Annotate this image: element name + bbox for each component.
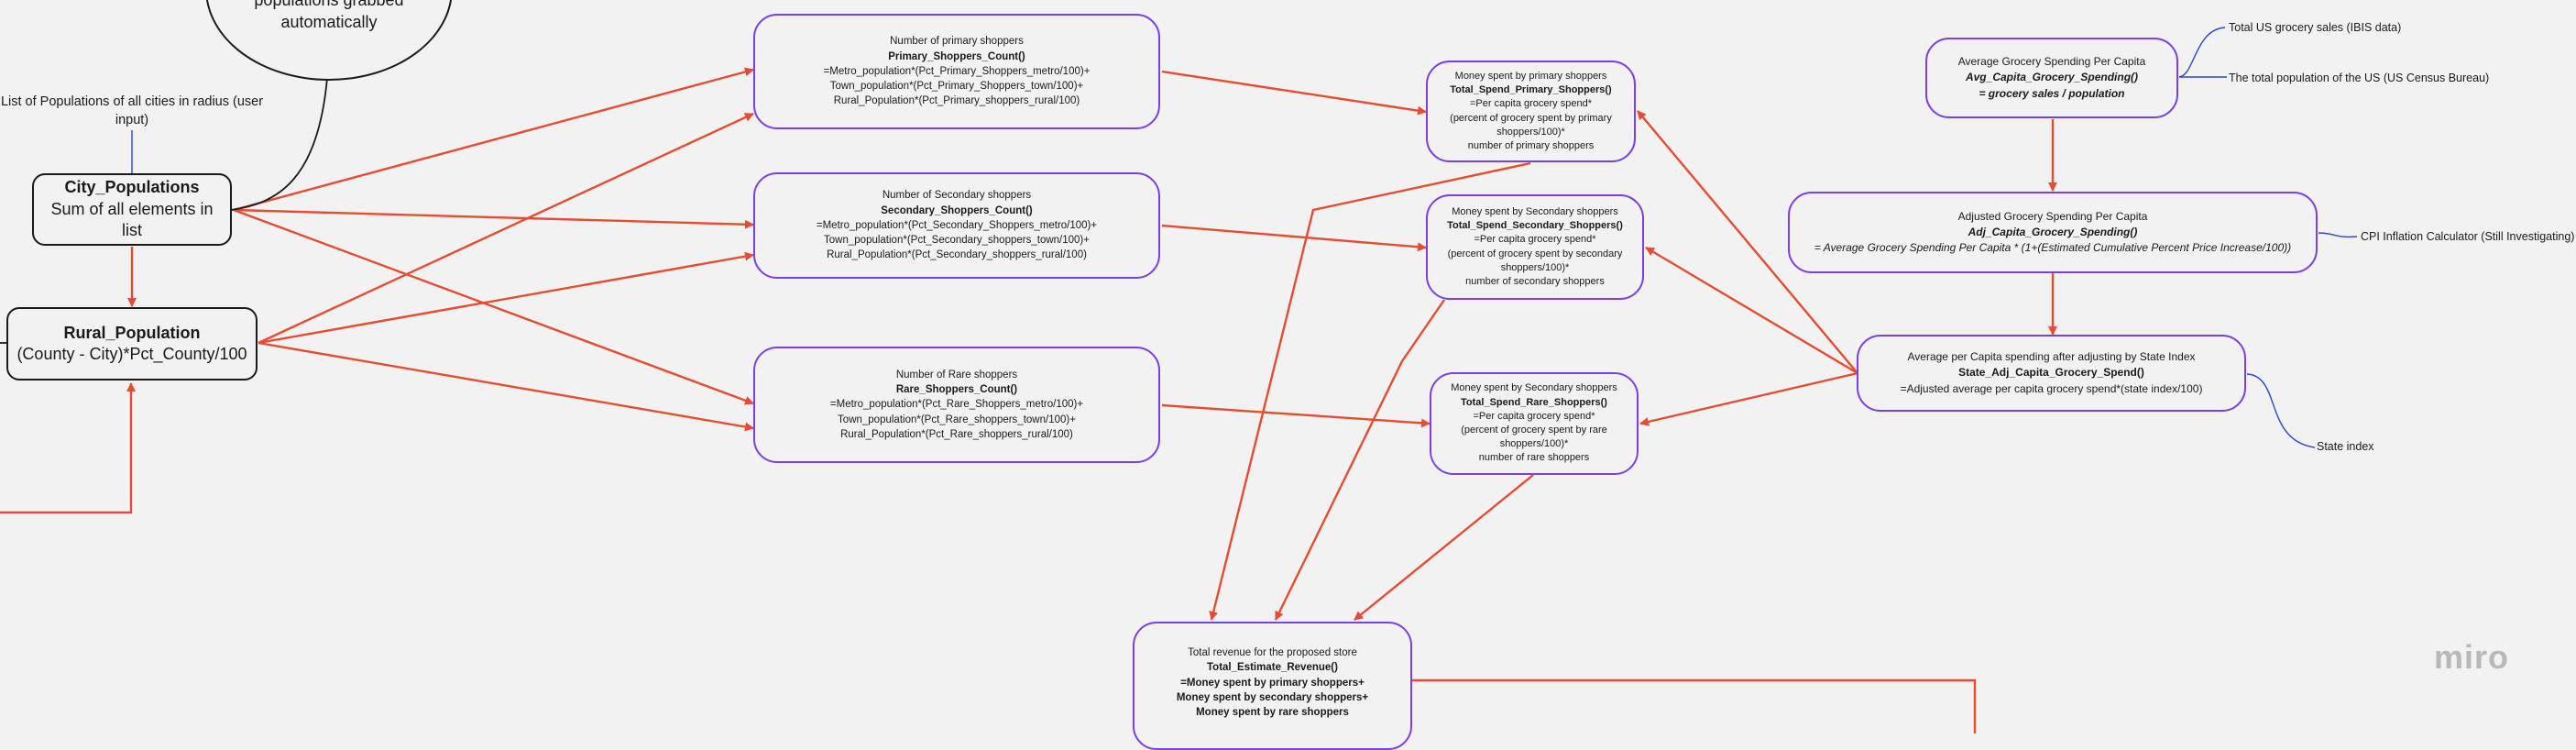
rare-count-line-1: =Metro_population*(Pct_Rare_Shoppers_met… bbox=[829, 399, 1084, 411]
avg-spend-heading: Average Grocery Spending Per Capita bbox=[1957, 55, 2146, 69]
secondary-count-func: Secondary_Shoppers_Count() bbox=[881, 204, 1033, 216]
primary-spend-heading: Money spent by primary shoppers bbox=[1454, 70, 1607, 82]
rare-spend-func: Total_Spend_Rare_Shoppers() bbox=[1461, 396, 1607, 408]
rare-spend-node[interactable]: Money spent by Secondary shoppers Total_… bbox=[1430, 372, 1639, 475]
state-adj-formula: =Adjusted average per capita grocery spe… bbox=[1900, 381, 2203, 395]
avg-spend-formula: = grocery sales / population bbox=[1979, 86, 2125, 100]
state-adj-heading: Average per Capita spending after adjust… bbox=[1907, 350, 2196, 364]
total-revenue-node[interactable]: Total revenue for the proposed store Tot… bbox=[1133, 622, 1412, 750]
rare-count-func: Rare_Shoppers_Count() bbox=[895, 384, 1018, 395]
primary-shoppers-count-node[interactable]: Number of primary shoppers Primary_Shopp… bbox=[753, 14, 1160, 129]
list-populations-note: List of Populations of all cities in rad… bbox=[0, 94, 264, 129]
secondary-spend-line-1: =Per capita grocery spend* bbox=[1474, 234, 1596, 246]
avg-grocery-spending-node[interactable]: Average Grocery Spending Per Capita Avg_… bbox=[1925, 38, 2178, 118]
adj-spend-formula: = Average Grocery Spending Per Capita * … bbox=[1814, 241, 2292, 255]
rare-spend-heading: Money spent by Secondary shoppers bbox=[1451, 382, 1617, 394]
arrow-city-to-secondary-count bbox=[233, 208, 754, 229]
primary-count-heading: Number of primary shoppers bbox=[890, 36, 1024, 48]
city-populations-node[interactable]: City_Populations Sum of all elements in … bbox=[32, 173, 232, 246]
primary-count-line-1: =Metro_population*(Pct_Primary_Shoppers_… bbox=[823, 65, 1091, 77]
arrow-rural-to-primary-count bbox=[258, 112, 754, 345]
revenue-line-2: Money spent by secondary shoppers+ bbox=[1176, 691, 1369, 703]
note-us-population: The total population of the US (US Censu… bbox=[2229, 72, 2490, 84]
rare-shoppers-count-node[interactable]: Number of Rare shoppers Rare_Shoppers_Co… bbox=[753, 347, 1160, 463]
primary-spend-func: Total_Spend_Primary_Shoppers() bbox=[1450, 84, 1612, 96]
ellipse-text: automatically parsed, populations grabbe… bbox=[254, 0, 404, 31]
secondary-count-line-3: Rural_Population*(Pct_Secondary_shoppers… bbox=[827, 249, 1087, 261]
arrow-bottom-to-rural bbox=[0, 382, 136, 514]
state-adj-func: State_Adj_Capita_Grocery_Spend() bbox=[1958, 366, 2144, 380]
arrow-rare-spend-to-revenue bbox=[1354, 474, 1534, 621]
rare-spend-line-2: (percent of grocery spent by rare shoppe… bbox=[1461, 425, 1607, 450]
adjusted-grocery-spending-node[interactable]: Adjusted Grocery Spending Per Capita Adj… bbox=[1788, 192, 2318, 273]
revenue-heading: Total revenue for the proposed store bbox=[1188, 647, 1357, 658]
secondary-count-line-2: Town_population*(Pct_Secondary_shoppers_… bbox=[824, 235, 1090, 247]
auto-parse-ellipse: automatically parsed, populations grabbe… bbox=[205, 0, 453, 81]
revenue-line-1: =Money spent by primary shoppers+ bbox=[1180, 677, 1365, 689]
primary-spend-line-1: =Per capita grocery spend* bbox=[1470, 98, 1592, 110]
adj-spend-heading: Adjusted Grocery Spending Per Capita bbox=[1957, 209, 2148, 223]
note-us-grocery-sales: Total US grocery sales (IBIS data) bbox=[2229, 21, 2402, 34]
arrow-secondary-spend-to-revenue bbox=[1274, 299, 1445, 621]
primary-spend-line-2: (percent of grocery spent by primary sho… bbox=[1450, 112, 1612, 138]
list-populations-text: List of Populations of all cities in rad… bbox=[0, 94, 264, 127]
state-adjusted-spend-node[interactable]: Average per Capita spending after adjust… bbox=[1857, 335, 2246, 412]
note-cpi-calculator: CPI Inflation Calculator (Still Investig… bbox=[2361, 230, 2575, 243]
secondary-count-line-1: =Metro_population*(Pct_Secondary_Shopper… bbox=[816, 219, 1098, 231]
primary-count-func: Primary_Shoppers_Count() bbox=[888, 50, 1025, 62]
city-populations-title: City_Populations bbox=[64, 178, 200, 197]
miro-watermark: miro bbox=[2434, 638, 2510, 676]
secondary-spend-line-2: (percent of grocery spent by secondary s… bbox=[1447, 248, 1623, 273]
arrow-rare-count-to-spend bbox=[1161, 403, 1431, 428]
primary-spend-node[interactable]: Money spent by primary shoppers Total_Sp… bbox=[1426, 61, 1636, 162]
secondary-spend-heading: Money spent by Secondary shoppers bbox=[1452, 205, 1618, 217]
rare-count-line-3: Rural_Population*(Pct_Rare_shoppers_rura… bbox=[840, 428, 1073, 440]
secondary-shoppers-count-node[interactable]: Number of Secondary shoppers Secondary_S… bbox=[753, 172, 1160, 279]
revenue-func: Total_Estimate_Revenue() bbox=[1207, 662, 1338, 674]
city-populations-desc: Sum of all elements in list bbox=[50, 199, 214, 240]
adj-spend-func: Adj_Capita_Grocery_Spending() bbox=[1968, 225, 2138, 238]
secondary-spend-func: Total_Spend_Secondary_Shoppers() bbox=[1447, 220, 1623, 232]
rare-count-line-2: Town_population*(Pct_Rare_shoppers_town/… bbox=[838, 414, 1076, 425]
connector-us-sales bbox=[2178, 27, 2226, 78]
arrow-state-to-rare-spend bbox=[1639, 371, 1858, 426]
secondary-spend-node[interactable]: Money spent by Secondary shoppers Total_… bbox=[1426, 194, 1644, 300]
revenue-line-3: Money spent by rare shoppers bbox=[1196, 707, 1349, 719]
note-state-index: State index bbox=[2317, 440, 2374, 453]
secondary-spend-line-3: number of secondary shoppers bbox=[1465, 275, 1605, 287]
primary-spend-line-3: number of primary shoppers bbox=[1467, 139, 1595, 151]
rare-count-heading: Number of Rare shoppers bbox=[895, 369, 1018, 381]
connector-cpi bbox=[2318, 232, 2358, 238]
arrow-city-to-primary-count bbox=[233, 67, 754, 212]
connector-ellipse bbox=[230, 65, 329, 211]
arrow-secondary-count-to-spend bbox=[1161, 224, 1427, 252]
secondary-count-heading: Number of Secondary shoppers bbox=[882, 190, 1032, 202]
primary-count-line-3: Rural_Population*(Pct_Primary_shoppers_r… bbox=[833, 95, 1080, 107]
rural-population-node[interactable]: Rural_Population (County - City)*Pct_Cou… bbox=[6, 307, 258, 381]
arrow-primary-count-to-spend bbox=[1161, 70, 1427, 116]
arrow-city-to-rare-count bbox=[233, 208, 754, 405]
avg-spend-func: Avg_Capita_Grocery_Spending() bbox=[1965, 71, 2139, 84]
line-revenue-out bbox=[1412, 678, 1977, 733]
arrow-rural-to-rare-count bbox=[258, 341, 754, 432]
rural-population-title: Rural_Population bbox=[63, 323, 201, 342]
arrow-rural-to-secondary-count bbox=[258, 251, 754, 345]
connector-state-index bbox=[2246, 373, 2316, 448]
rare-spend-line-1: =Per capita grocery spend* bbox=[1473, 410, 1595, 422]
rural-population-desc: (County - City)*Pct_County/100 bbox=[16, 345, 247, 363]
primary-count-line-2: Town_population*(Pct_Primary_Shoppers_to… bbox=[829, 81, 1084, 93]
rare-spend-line-3: number of rare shoppers bbox=[1478, 452, 1590, 464]
